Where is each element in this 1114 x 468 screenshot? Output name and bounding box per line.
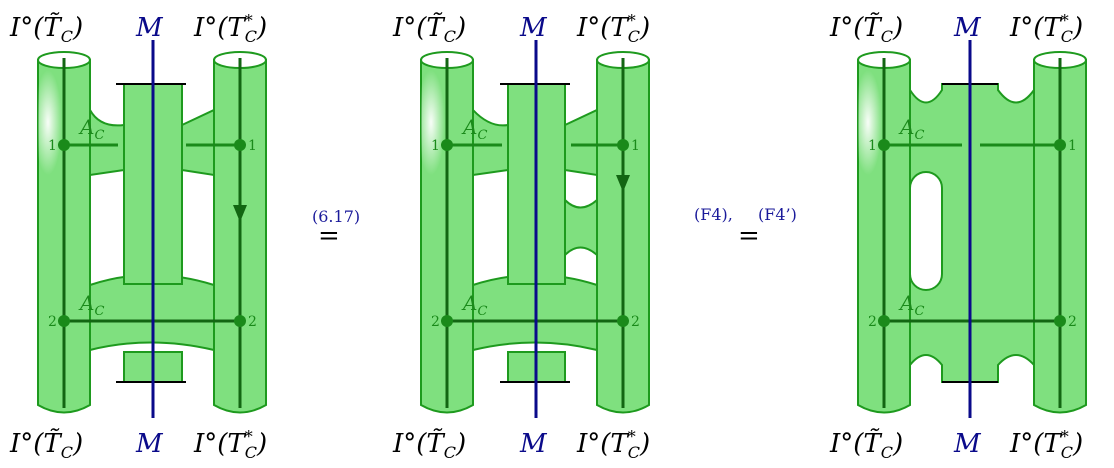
svg-text:M: M [519,429,548,459]
svg-text:2: 2 [48,314,57,330]
equation-ref-1[interactable]: (6.17) [312,207,360,226]
svg-text:I°(T̃C): I°(T̃C) [392,12,466,46]
svg-text:I°(T*C): I°(T*C) [1009,427,1083,462]
svg-text:AC: AC [461,291,487,319]
svg-text:M: M [953,13,982,43]
svg-text:I°(T*C): I°(T*C) [576,427,650,462]
svg-text:I°(T̃C): I°(T̃C) [392,428,466,462]
svg-text:1: 1 [248,138,257,154]
svg-text:AC: AC [898,115,924,143]
panel-3: I°(T̃C) M I°(T*C) AC AC 1 1 2 2 I°(T̃C) … [829,11,1087,462]
svg-text:AC: AC [78,291,104,319]
svg-text:AC: AC [898,291,924,319]
svg-text:AC: AC [461,115,487,143]
panel-2: I°(T̃C) M I°(T*C) AC AC 1 1 2 2 I°(T̃C) … [392,11,650,462]
svg-text:=: = [318,221,340,251]
svg-text:1: 1 [631,138,640,154]
arrow-down-icon [616,175,630,192]
svg-text:1: 1 [868,138,877,154]
svg-text:M: M [519,13,548,43]
svg-text:2: 2 [631,314,640,330]
svg-text:I°(T̃C): I°(T̃C) [829,428,903,462]
svg-text:I°(T̃C): I°(T̃C) [9,12,83,46]
bridge-upper-right [181,108,215,177]
equation-2: (F4), (F4’) = [694,205,797,251]
svg-text:AC: AC [78,115,104,143]
svg-text:I°(T*C): I°(T*C) [1009,11,1083,46]
svg-text:M: M [135,429,164,459]
m-label: M [135,13,164,43]
svg-text:M: M [953,429,982,459]
svg-text:2: 2 [248,314,257,330]
svg-text:1: 1 [48,138,57,154]
svg-text:2: 2 [431,314,440,330]
arrow-down-icon [233,205,247,222]
equation-ref-2b[interactable]: (F4’) [758,205,797,224]
equation-1: (6.17) = [312,207,360,251]
svg-text:I°(T*C): I°(T*C) [193,427,267,462]
svg-text:I°(T*C): I°(T*C) [576,11,650,46]
equation-ref-2a[interactable]: (F4), [694,205,733,224]
svg-text:=: = [738,221,760,251]
svg-text:I°(T*C): I°(T*C) [193,11,267,46]
svg-text:1: 1 [431,138,440,154]
svg-text:2: 2 [868,314,877,330]
svg-text:2: 2 [1068,314,1077,330]
svg-text:I°(T̃C): I°(T̃C) [9,428,83,462]
panel-1: I°(T̃C) M I°(T*C) AC AC 1 1 2 2 I°(T̃C) … [9,11,267,462]
svg-text:1: 1 [1068,138,1077,154]
svg-text:I°(T̃C): I°(T̃C) [829,12,903,46]
